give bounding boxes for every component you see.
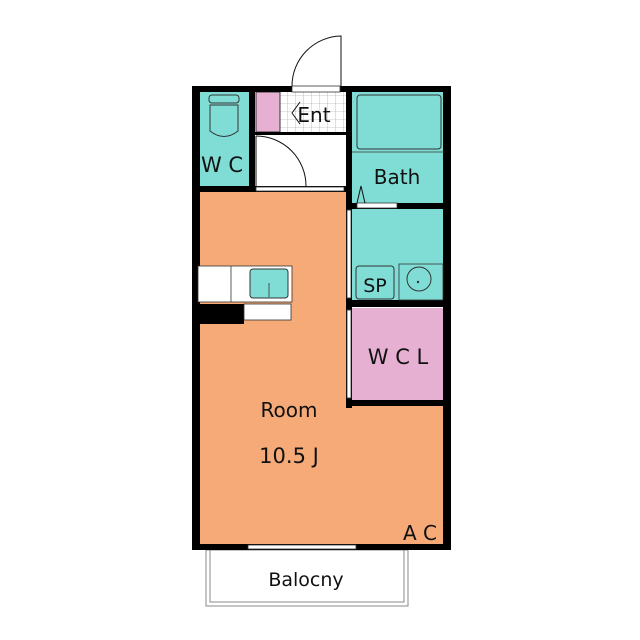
bath-label: Bath	[374, 165, 421, 189]
bath-door-mark	[356, 185, 366, 204]
step-mark	[291, 101, 301, 125]
washbasin-counter	[398, 263, 444, 301]
ac-label: A C	[403, 521, 437, 545]
toilet-icon	[208, 94, 240, 137]
room-size-label: 10.5 J	[259, 444, 319, 468]
wcl-label: W C L	[368, 345, 429, 369]
balcony-label: Balocny	[268, 569, 343, 591]
washing-machine-space	[355, 265, 395, 300]
hallway	[256, 134, 346, 186]
bathtub-icon	[356, 94, 442, 150]
kitchen-counter	[197, 265, 293, 321]
entrance-label: Ent	[297, 103, 330, 127]
wc-label: W C	[201, 153, 243, 177]
washbasin-icon	[406, 266, 432, 292]
toilet-room	[198, 92, 250, 186]
entrance-floor	[280, 92, 346, 132]
entrance-door[interactable]	[291, 35, 342, 87]
walk-in-closet	[352, 308, 445, 400]
sp-label: SP	[363, 275, 387, 297]
shoe-cabinet	[255, 91, 281, 133]
toilet-door[interactable]	[255, 135, 307, 187]
room-label: Room	[261, 398, 318, 422]
bathroom	[352, 92, 445, 203]
